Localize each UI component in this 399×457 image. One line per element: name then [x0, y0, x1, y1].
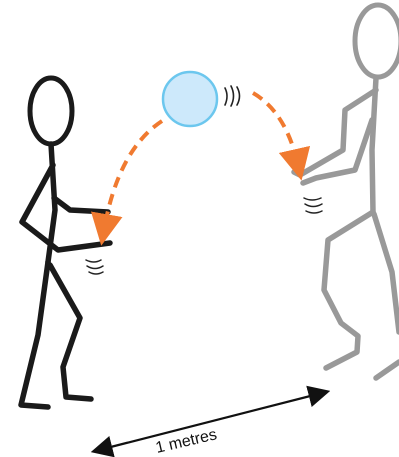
ball-circle	[163, 72, 217, 126]
ball	[163, 72, 240, 126]
torso-right	[372, 78, 376, 212]
head-left	[30, 78, 72, 144]
right-foot-front	[376, 362, 399, 378]
distance-label: 1 metres	[154, 426, 218, 457]
trajectory-arrow-left	[104, 121, 162, 230]
head-right	[355, 5, 399, 77]
left-leg-back	[21, 262, 48, 407]
trajectory-arrow-right	[253, 93, 298, 165]
motion-lines-right	[304, 198, 322, 213]
ball-motion-lines	[225, 86, 240, 106]
right-arm-upper	[294, 90, 376, 175]
stick-figure-left	[21, 78, 110, 407]
motion-lines-left	[86, 260, 103, 274]
left-arm-lower	[54, 198, 108, 212]
stick-figure-right	[294, 5, 399, 378]
right-leg-front	[374, 214, 399, 332]
distance-measure: 1 metres	[95, 392, 326, 457]
left-leg-front	[50, 265, 91, 399]
right-leg-back	[324, 212, 373, 368]
